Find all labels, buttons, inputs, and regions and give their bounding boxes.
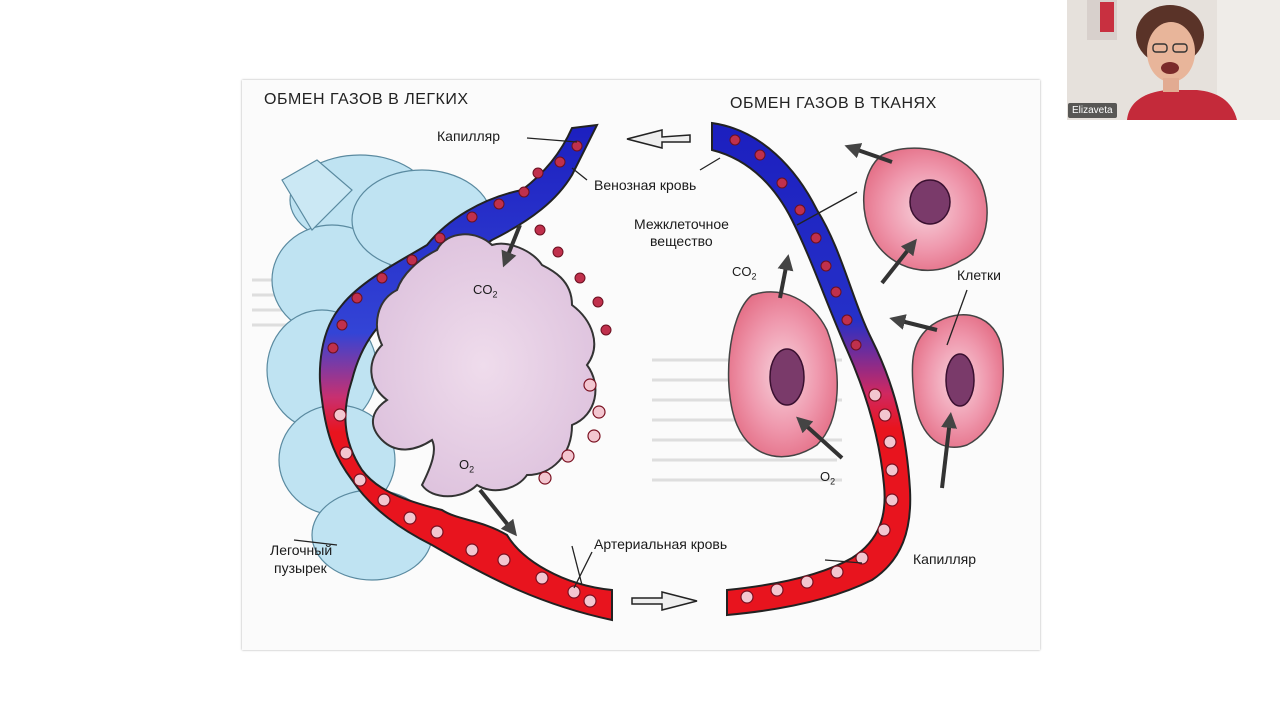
title-tissues: ОБМЕН ГАЗОВ В ТКАНЯХ (730, 95, 937, 112)
blood-cells-venous (327, 134, 862, 354)
label-intercellular-2: вещество (650, 233, 713, 249)
label-intercellular-1: Межклеточное (634, 216, 729, 232)
label-capillary-top: Капилляр (437, 128, 501, 144)
participant-video (1067, 0, 1280, 120)
flow-arrows (626, 129, 698, 611)
gas-exchange-diagram (252, 121, 1004, 622)
participant-name: Elizaveta (1068, 103, 1117, 118)
label-o2-tissues: O2 (820, 469, 836, 487)
presentation-slide: ОБМЕН ГАЗОВ В ЛЕГКИХ ОБМЕН ГАЗОВ В ТКАНЯ… (242, 80, 1040, 650)
label-capillary-bottom: Капилляр (913, 551, 977, 567)
label-o2-lungs: O2 (459, 457, 475, 475)
label-cells: Клетки (957, 267, 1002, 283)
label-venous-blood: Венозная кровь (594, 177, 697, 193)
alveolar-space (370, 233, 597, 498)
gas-arrows (478, 143, 958, 537)
participant-video-tile[interactable]: Elizaveta (1067, 0, 1280, 120)
title-lungs: ОБМЕН ГАЗОВ В ЛЕГКИХ (264, 91, 469, 108)
tissue-cells (727, 147, 1004, 458)
tissue-capillary (711, 121, 912, 617)
label-co2-lungs: CO2 (473, 282, 498, 300)
label-co2-tissues: CO2 (732, 264, 757, 282)
label-alveolus-2: пузырек (274, 560, 327, 576)
label-alveolus-1: Легочный (270, 542, 333, 558)
label-arterial-blood: Артериальная кровь (594, 536, 728, 552)
blood-cells-arterial (333, 378, 899, 608)
